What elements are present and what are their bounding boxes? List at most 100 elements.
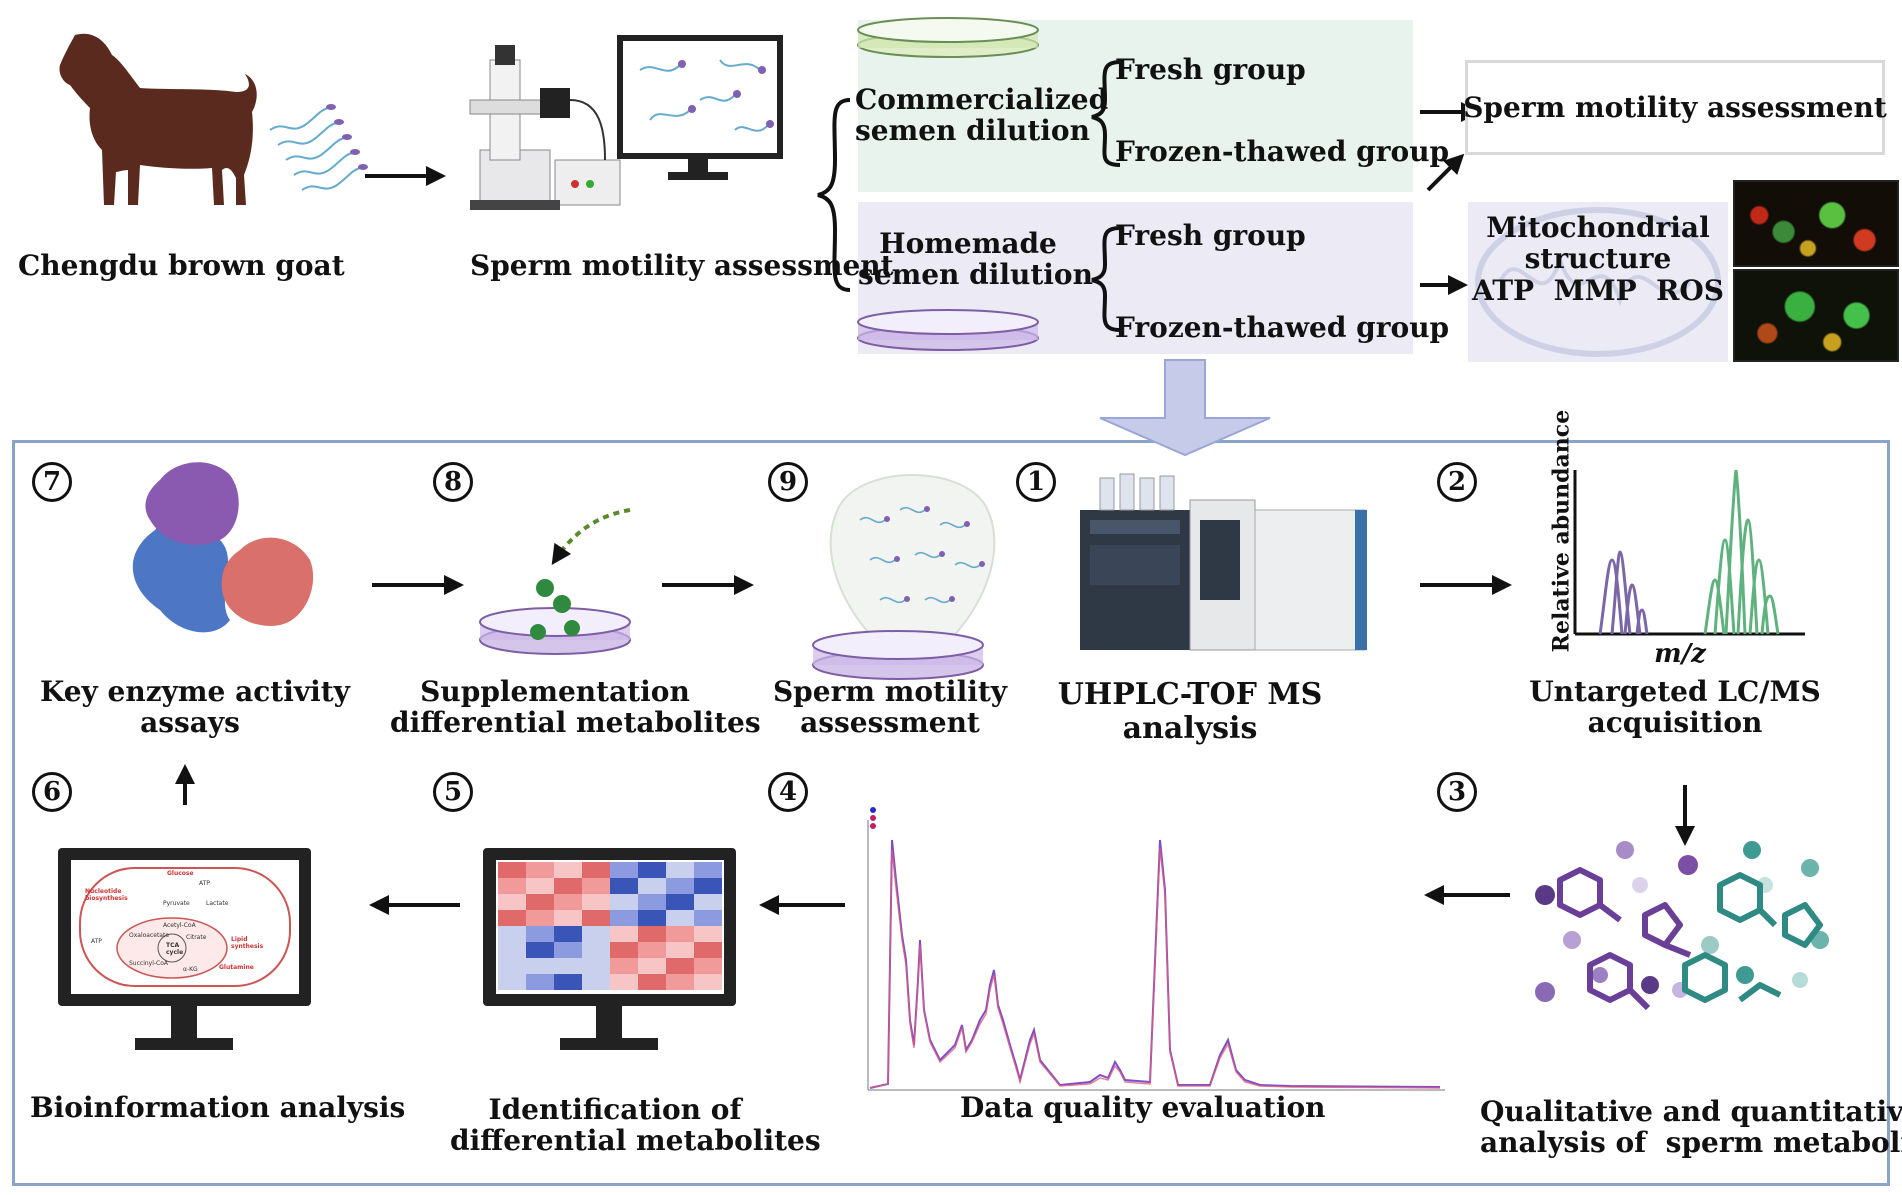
heatmap-cell [666,910,694,926]
step-8-number: 8 [433,462,473,502]
heatmap-cell [554,878,582,894]
pathway-labels: Glucose ATP Nucleotide biosynthesis Pyru… [71,860,299,994]
goat-label: Chengdu brown goat [18,249,345,282]
motility-box-label: Sperm motility assessment [1463,90,1887,124]
pathway-monitor-icon [58,848,311,1050]
pathway-succinyl: Succinyl-CoA [129,960,169,967]
spectrum-y-label: Relative abundance [1548,409,1575,653]
brace-main [817,98,851,292]
heatmap-cell [554,974,582,990]
heatmap-cell [554,958,582,974]
step-7-label: Key enzyme activity assays [40,675,350,740]
heatmap-cell [694,910,722,926]
heatmap-cell [526,958,554,974]
step-3-number: 3 [1437,772,1477,812]
heatmap-cell [666,926,694,942]
step-2-number: 2 [1437,462,1477,502]
mitochondria-label: Mitochondrial structure ATP MMP ROS [1472,211,1724,307]
heatmap-cell [694,974,722,990]
step-6-number: 6 [32,772,72,812]
step-1-label: UHPLC-TOF MS analysis [1057,677,1323,746]
uhplc-instrument-icon [1080,473,1367,651]
heatmap-cell [554,894,582,910]
heatmap-cell [666,958,694,974]
heatmap-cell [582,942,610,958]
brace-homemade [1091,226,1121,332]
heatmap-cell [554,910,582,926]
mitochondrion-icon [1475,207,1721,357]
sperm-cluster-icon [269,107,361,191]
heatmap-cell [610,974,638,990]
heatmap-cell [694,878,722,894]
heatmap-cell [638,878,666,894]
heatmap-cell [526,926,554,942]
heatmap-cell [582,958,610,974]
step-1-number: 1 [1016,462,1056,502]
heatmap-cell [666,974,694,990]
microscope-icon [469,45,621,210]
heatmap-cell [638,974,666,990]
heatmap-cells [498,862,722,990]
heatmap-cell [610,862,638,878]
heatmap-cell [526,910,554,926]
pathway-oxaloacetate: Oxaloacetate [129,932,170,939]
goat-icon [59,33,257,205]
heatmap-cell [554,942,582,958]
pathway-akg: α-KG [183,966,198,973]
pathway-acetyl: Acetyl-CoA [163,922,196,929]
step-4-number: 4 [768,772,808,812]
heatmap-cell [498,958,526,974]
frozen-group-homemade: Frozen-thawed group [1115,311,1450,344]
heatmap-cell [526,894,554,910]
pathway-nucleotide: Nucleotide biosynthesis [85,888,128,902]
step-7-number: 7 [32,462,72,502]
heatmap-cell [638,910,666,926]
pathway-glucose: Glucose [167,870,194,877]
pathway-lactate: Lactate [206,900,229,907]
step-6-label: Bioinformation analysis [30,1091,406,1124]
heatmap-cell [554,862,582,878]
heatmap-cell [526,942,554,958]
heatmap-cell [694,942,722,958]
chromatogram-chart [867,807,1445,1091]
brace-commercial [1091,60,1121,167]
heatmap-cell [694,926,722,942]
sperm-motility-label: Sperm motility assessment [470,249,894,282]
heatmap-cell [582,894,610,910]
pathway-lipid: Lipid synthesis [231,936,264,950]
sperm-bubble-icon [812,474,996,680]
step-9-label: Sperm motility assessment [772,675,1008,740]
heatmap-cell [638,926,666,942]
heatmap-cell [638,862,666,878]
heatmap-cell [582,926,610,942]
heatmap-cell [638,942,666,958]
enzyme-icon [132,462,314,633]
mitochondria-panel [1468,202,1728,362]
heatmap-cell [498,878,526,894]
pathway-pyruvate: Pyruvate [163,900,190,907]
step-5-number: 5 [433,772,473,812]
heatmap-cell [526,878,554,894]
heatmap-monitor-icon [483,848,736,1050]
fluorescence-image-top [1733,180,1899,267]
supplement-dish-icon [479,508,631,655]
heatmap-cell [694,894,722,910]
heatmap-cell [526,974,554,990]
heatmap-cell [582,878,610,894]
big-down-arrow [1099,359,1271,457]
fresh-group-commercial: Fresh group [1115,53,1306,86]
pathway-glutamine: Glutamine [219,964,254,971]
heatmap-cell [610,894,638,910]
step-8-label: Supplementation differential metabolites [390,675,761,740]
heatmap-cell [666,878,694,894]
heatmap-cell [582,910,610,926]
step-9-number: 9 [768,462,808,502]
monitor-icon [617,35,783,180]
metabolites-icon [1535,841,1829,1011]
heatmap-cell [694,958,722,974]
petri-dish-icon-commercial [857,17,1039,58]
heatmap-cell [498,974,526,990]
heatmap-cell [638,958,666,974]
workflow-frame [12,440,1890,1186]
